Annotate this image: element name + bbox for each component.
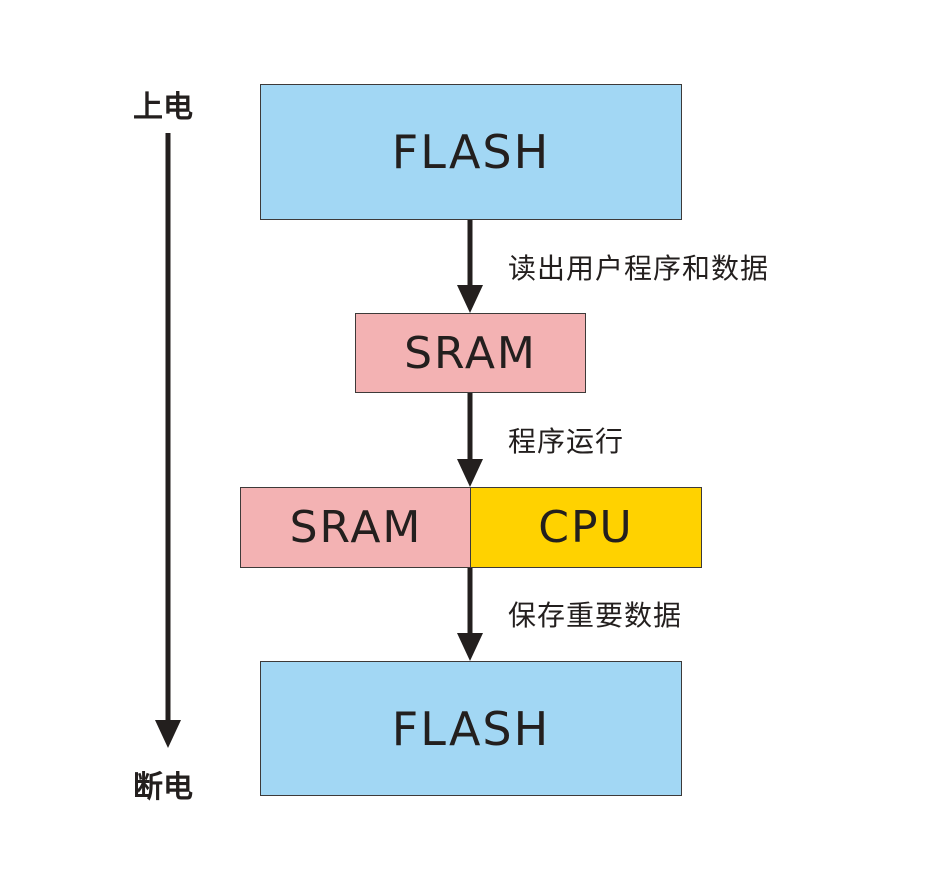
- step-label-run: 程序运行: [508, 425, 625, 458]
- arrow-flash-to-sram: [457, 220, 483, 313]
- sram-block: SRAM: [355, 313, 586, 393]
- arrow-cpu-to-flash: [457, 568, 483, 661]
- arrow-sram-to-cpu: [457, 393, 483, 487]
- sram-block-with-cpu: SRAM: [240, 487, 472, 568]
- step-label-read: 读出用户程序和数据: [508, 252, 770, 285]
- flash-block-bottom: FLASH: [260, 661, 682, 796]
- step-label-save: 保存重要数据: [508, 599, 683, 632]
- flash-block-top: FLASH: [260, 84, 682, 220]
- power-on-label: 上电: [133, 90, 193, 125]
- power-off-label: 断电: [133, 770, 193, 805]
- cpu-block: CPU: [470, 487, 702, 568]
- timeline-arrow: [155, 133, 181, 748]
